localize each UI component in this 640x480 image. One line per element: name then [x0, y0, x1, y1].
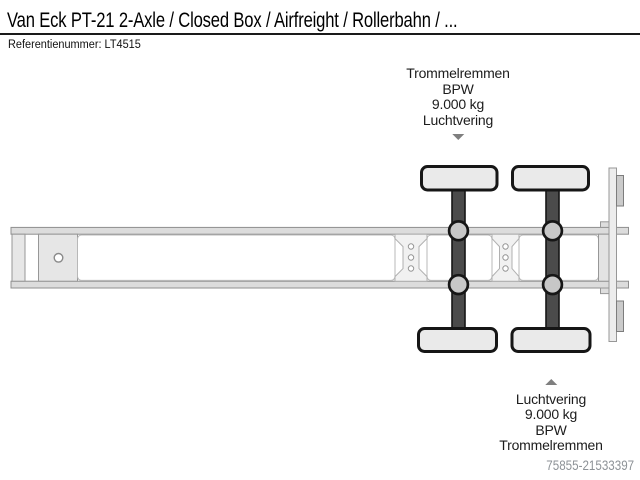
- title-divider: [0, 33, 640, 35]
- wheel-axle1-top: [420, 165, 499, 192]
- rear-axle-beam: [545, 189, 560, 330]
- callout-line: BPW: [535, 421, 567, 438]
- callout-line: 9.000 kg: [524, 406, 578, 422]
- down-arrow-icon: [451, 134, 464, 140]
- gusset-bolt-hole: [502, 243, 509, 250]
- chassis-top-rail: [10, 226, 629, 235]
- page-title: Van Eck PT-21 2-Axle / Closed Box / Airf…: [7, 9, 458, 32]
- callout-line: Trommelremmen: [406, 65, 510, 81]
- gusset-bolt-hole: [407, 254, 415, 261]
- chassis-bottom-rail: [10, 280, 629, 289]
- axle-hub: [447, 220, 470, 242]
- frame-panel: [77, 234, 396, 281]
- front-axle-callout: Trommelremmen BPW 9.000 kg Luchtvering: [406, 65, 510, 144]
- wheel-axle2-top: [511, 165, 590, 192]
- gusset-bolt-hole: [407, 243, 415, 250]
- axle-hub: [447, 273, 470, 296]
- kingpin: [53, 252, 64, 263]
- front-axle-beam: [451, 189, 466, 330]
- callout-line: Luchtvering: [422, 111, 494, 128]
- axle-hub: [541, 220, 564, 242]
- axle-hub: [541, 273, 564, 296]
- callout-line: Luchtvering: [515, 390, 587, 407]
- rear-bumper-plate: [608, 167, 617, 342]
- gusset-bolt-hole: [407, 265, 415, 272]
- chassis-frame: [10, 167, 629, 342]
- up-arrow-icon: [544, 379, 557, 385]
- gusset-bolt-hole: [502, 265, 509, 272]
- reference-label: Referentienummer:: [8, 39, 102, 51]
- callout-line: 9.000 kg: [431, 96, 485, 112]
- front-end-cap: [11, 233, 26, 282]
- image-watermark-id: 75855-21533397: [546, 458, 634, 473]
- axles: [417, 165, 592, 353]
- wheel-axle2-bottom: [510, 327, 592, 353]
- gusset-bolt-hole: [502, 254, 509, 261]
- callout-line: BPW: [442, 80, 474, 97]
- rear-hinge: [616, 175, 624, 207]
- reference-number: Referentienummer: LT4515: [8, 39, 141, 51]
- reference-value: LT4515: [104, 39, 141, 51]
- rear-hinge: [616, 300, 624, 332]
- callout-line: Trommelremmen: [499, 437, 603, 453]
- rear-axle-callout: Luchtvering 9.000 kg BPW Trommelremmen: [499, 376, 603, 454]
- wheel-axle1-bottom: [417, 327, 498, 353]
